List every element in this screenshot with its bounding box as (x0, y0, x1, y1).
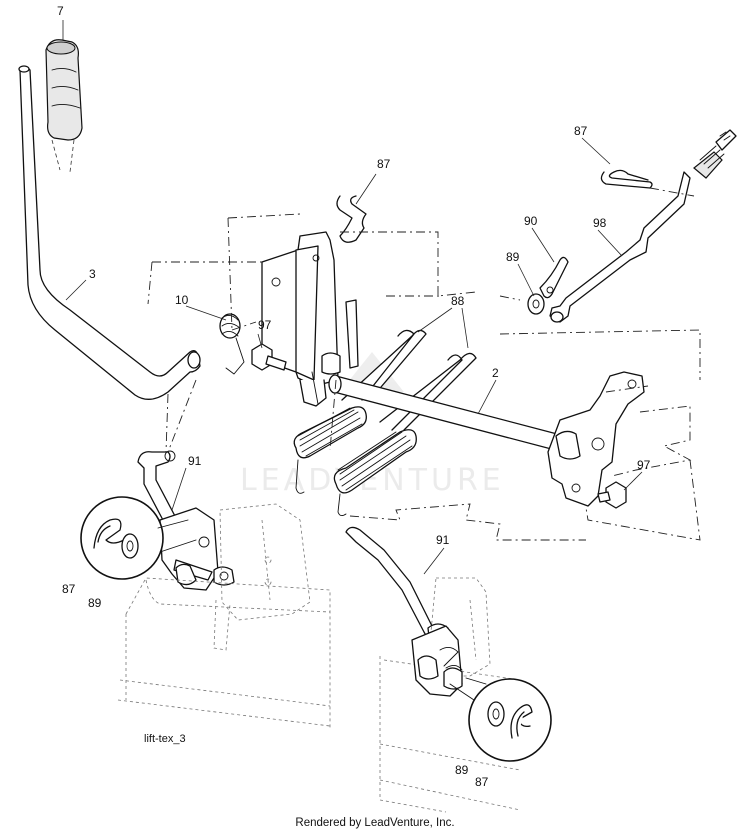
phantom-lines (147, 187, 701, 541)
leader-lines (62, 20, 643, 575)
adjuster-rod-part-98 (549, 129, 737, 323)
left-lift-arm-assembly (159, 507, 235, 591)
lift-shaft-part-2 (328, 371, 645, 507)
springs-part-88 (293, 329, 477, 517)
callout-7: 7 (57, 4, 64, 18)
callout-91-left: 91 (188, 454, 202, 468)
render-credit: Rendered by LeadVenture, Inc. (295, 817, 455, 829)
diagram-code: lift-tex_3 (144, 733, 186, 745)
callout-87-rod: 87 (574, 124, 588, 138)
callout-98: 98 (593, 216, 607, 230)
hairpin-clip-part-87-top (336, 195, 367, 243)
bolt-part-97-lower (597, 481, 627, 509)
callout-87-right-detail: 87 (475, 775, 489, 789)
callout-2: 2 (492, 366, 499, 380)
callout-labels: 7 3 10 97 87 88 2 87 90 98 89 97 91 87 8… (57, 4, 651, 789)
handle-grip-part-7 (45, 39, 83, 173)
callout-97-lower: 97 (637, 458, 651, 472)
callout-87-top: 87 (377, 157, 391, 171)
right-lift-arm-assembly (411, 625, 463, 697)
lift-handle-part-3 (18, 65, 201, 400)
hairpin-clip-part-87-rod (600, 169, 653, 189)
detail-circle-left (80, 496, 197, 580)
callout-87-left-detail: 87 (62, 582, 76, 596)
callout-89-left-detail: 89 (88, 596, 102, 610)
bolt-part-97-upper (251, 343, 287, 371)
detail-circle-right (449, 677, 552, 762)
deck-housing-ghost (117, 577, 331, 730)
callout-89-right-detail: 89 (455, 763, 469, 777)
callout-89-rod: 89 (506, 250, 520, 264)
washer-part-89-rod (527, 293, 545, 315)
callout-97-upper: 97 (258, 318, 272, 332)
callout-10: 10 (175, 293, 189, 307)
callout-91-right: 91 (436, 533, 450, 547)
lift-mount-bracket (261, 231, 359, 407)
callout-90: 90 (524, 214, 538, 228)
callout-3: 3 (89, 267, 96, 281)
callout-88: 88 (451, 294, 465, 308)
left-deck-bracket-ghost (213, 503, 311, 651)
clip-part-90 (539, 256, 569, 299)
torsion-spring-part-10 (219, 313, 245, 375)
